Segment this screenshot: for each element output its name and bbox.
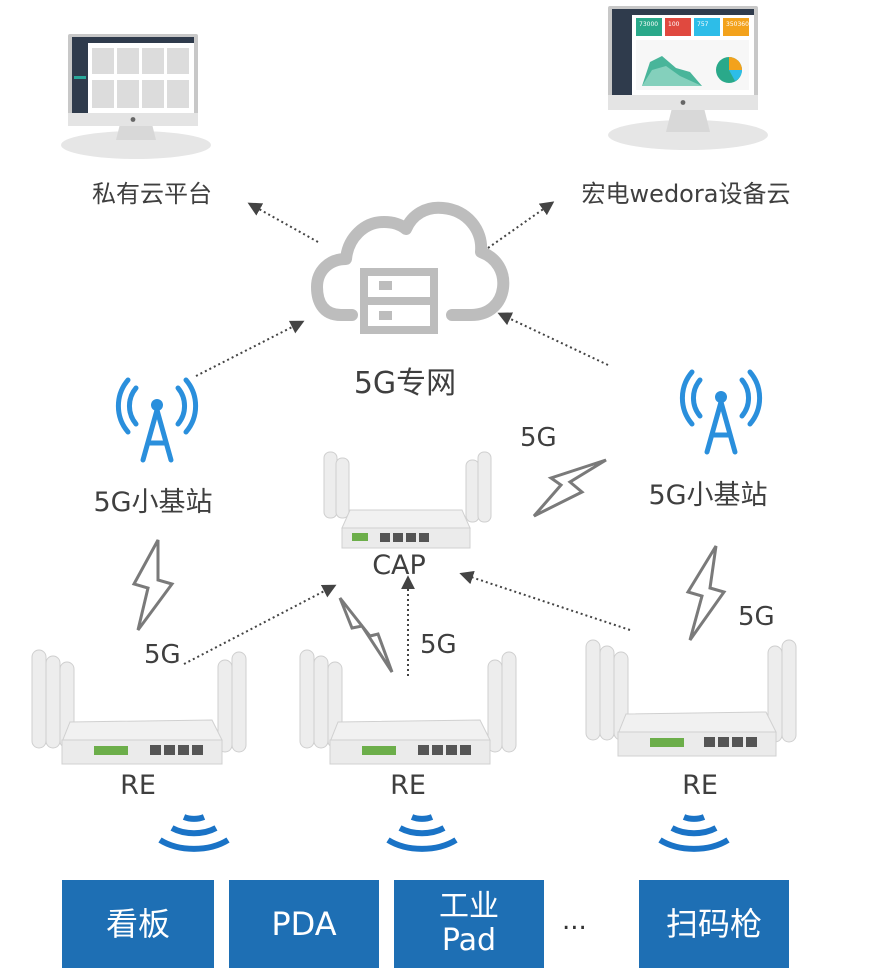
base-station-right-label: 5G小基站 [648,480,768,511]
device-scanner: 扫码枪 [639,880,789,968]
wifi-right-icon [658,814,730,852]
arrow-cloud-to-private [247,202,319,243]
arrow-re-left-to-cap [183,584,337,665]
re-right-router-icon [585,639,797,757]
arrow-re-right-to-cap [459,570,631,631]
tile-value-1: 73000 [639,21,658,28]
device-pda-label: PDA [271,904,337,943]
lightning-icons [131,458,727,673]
more-devices-ellipsis: ... [562,906,587,936]
arrow-cloud-to-wedora [487,201,555,249]
base-station-left-icon [115,377,199,463]
wedora-cloud-label: 宏电wedora设备云 [581,180,791,208]
cap-label: CAP [372,550,426,581]
device-kanban: 看板 [62,880,214,968]
lightning-left-icon [131,539,175,631]
re-right-label: RE [682,770,718,801]
base-station-left-label: 5G小基站 [93,487,213,518]
re-left-label: RE [120,770,156,801]
wedora-cloud-monitor: 73000 100 757 350360 [608,6,768,150]
wifi-left-icon [158,814,230,852]
link-label-center: 5G [420,630,457,660]
base-station-right-icon [679,369,763,455]
private-network-label: 5G专网 [353,366,457,401]
arrow-right-bs-to-cloud [497,312,609,366]
dotted-arrows [183,201,631,676]
private-cloud-label: 私有云平台 [92,180,212,208]
re-left-router-icon [31,649,247,765]
wifi-center-icon [386,814,458,852]
device-kanban-label: 看板 [105,904,170,943]
cap-router-icon [323,451,492,549]
tile-value-4: 350360 [726,21,749,28]
lightning-center-icon [338,597,394,673]
device-scanner-label: 扫码枪 [665,904,762,943]
tile-value-2: 100 [668,21,680,28]
lightning-cap-right-icon [532,458,607,518]
arrow-left-bs-to-cloud [195,320,305,377]
server-icon [360,268,438,334]
link-label-left: 5G [144,640,181,670]
private-cloud-monitor [61,34,211,159]
link-label-cap-right: 5G [520,423,557,453]
device-industrial-pad-label: 工业 Pad [439,888,499,958]
tile-value-3: 757 [697,21,709,28]
lightning-right-icon [685,545,727,641]
device-pda: PDA [229,880,379,968]
link-label-right: 5G [738,602,775,632]
device-industrial-pad: 工业 Pad [394,880,544,968]
re-center-label: RE [390,770,426,801]
re-center-router-icon [299,649,517,765]
cloud-icon [311,201,510,334]
